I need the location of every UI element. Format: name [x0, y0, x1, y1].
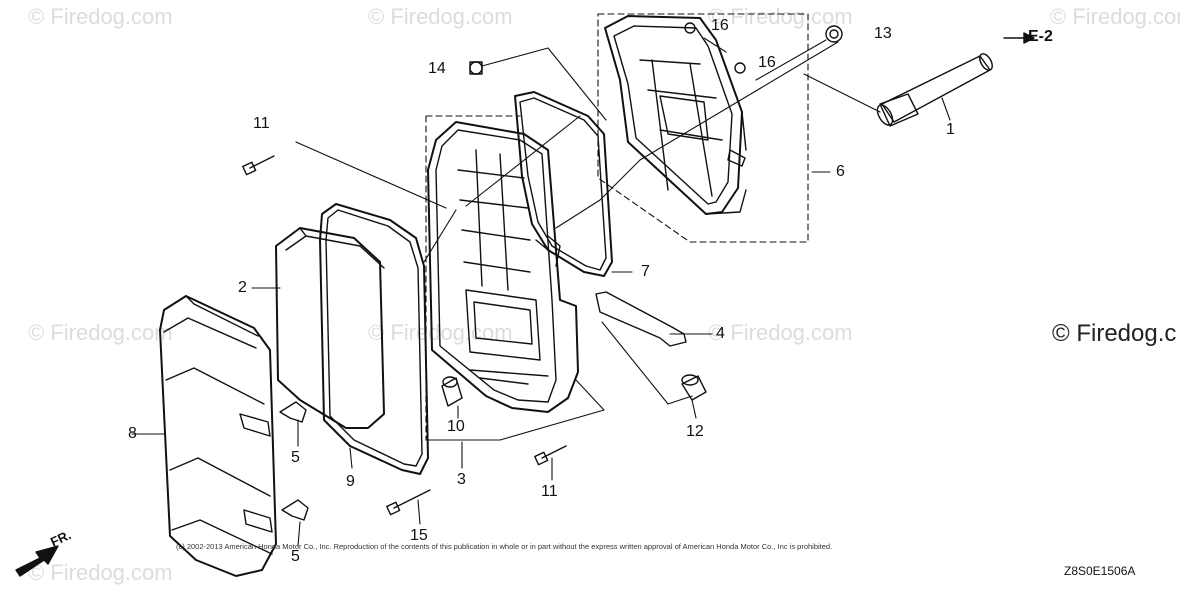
callout-part-9: 9	[346, 473, 355, 490]
callout-part-12: 12	[686, 423, 704, 440]
callout-part-11: 11	[541, 483, 558, 500]
callout-part-16: 16	[711, 17, 729, 34]
diagram-code: Z8S0E1506A	[1064, 564, 1136, 578]
part-7-gasket-drawing	[514, 91, 613, 277]
part-5-clip-drawing	[281, 499, 309, 521]
reference-e2-label: E-2	[1028, 28, 1053, 45]
callout-part-14: 14	[428, 60, 446, 77]
nut-14-drawing	[469, 61, 483, 75]
part-5-clip-drawing	[279, 401, 307, 423]
part-10-collar-drawing	[441, 376, 463, 407]
callout-part-15: 15	[410, 527, 428, 544]
part-9-gasket-drawing	[319, 203, 429, 475]
bolt-11-bottom-drawing	[534, 445, 567, 466]
callout-part-11: 11	[253, 115, 270, 132]
callout-part-10: 10	[447, 418, 465, 435]
bolt-11-top-drawing	[242, 155, 275, 176]
copyright-notice: (c) 2002-2013 American Honda Motor Co., …	[176, 542, 833, 551]
nut-16b-drawing	[734, 62, 746, 74]
part-8-cover-drawing	[159, 295, 277, 577]
callout-part-5: 5	[291, 548, 300, 565]
callout-part-16: 16	[758, 54, 776, 71]
watermark: © Firedog.com	[708, 4, 853, 29]
watermark: © Firedog.com	[1050, 4, 1180, 29]
nut-16a-drawing	[684, 22, 696, 34]
bolt-15-drawing	[386, 489, 431, 516]
part-3-case-drawing	[427, 121, 579, 413]
callout-part-5: 5	[291, 449, 300, 466]
callout-part-6: 6	[836, 163, 845, 180]
callout-part-7: 7	[641, 263, 650, 280]
callout-part-4: 4	[716, 325, 725, 342]
e2-arrow-head	[1023, 32, 1035, 44]
callout-part-1: 1	[946, 121, 955, 138]
part-6-cover-drawing	[604, 15, 747, 215]
leader-lines	[131, 37, 951, 547]
watermark: © Firedog.com	[28, 4, 173, 29]
callout-part-2: 2	[238, 279, 247, 296]
part-12-collar-drawing	[681, 374, 707, 401]
part-4-bracket-drawing	[595, 291, 687, 347]
front-direction-arrow	[15, 545, 59, 577]
watermark: © Firedog.com	[368, 4, 513, 29]
callout-part-3: 3	[457, 471, 466, 488]
nut-13-drawing	[825, 25, 843, 43]
part-1-tube-drawing	[876, 53, 993, 127]
part-2-filter-drawing	[275, 227, 385, 429]
callout-part-8: 8	[128, 425, 137, 442]
watermark: © Firedog.com	[28, 320, 173, 345]
watermark-strong: © Firedog.c	[1052, 320, 1177, 347]
callout-part-13: 13	[874, 25, 892, 42]
watermark: © Firedog.com	[28, 560, 173, 585]
watermark: © Firedog.com	[708, 320, 853, 345]
